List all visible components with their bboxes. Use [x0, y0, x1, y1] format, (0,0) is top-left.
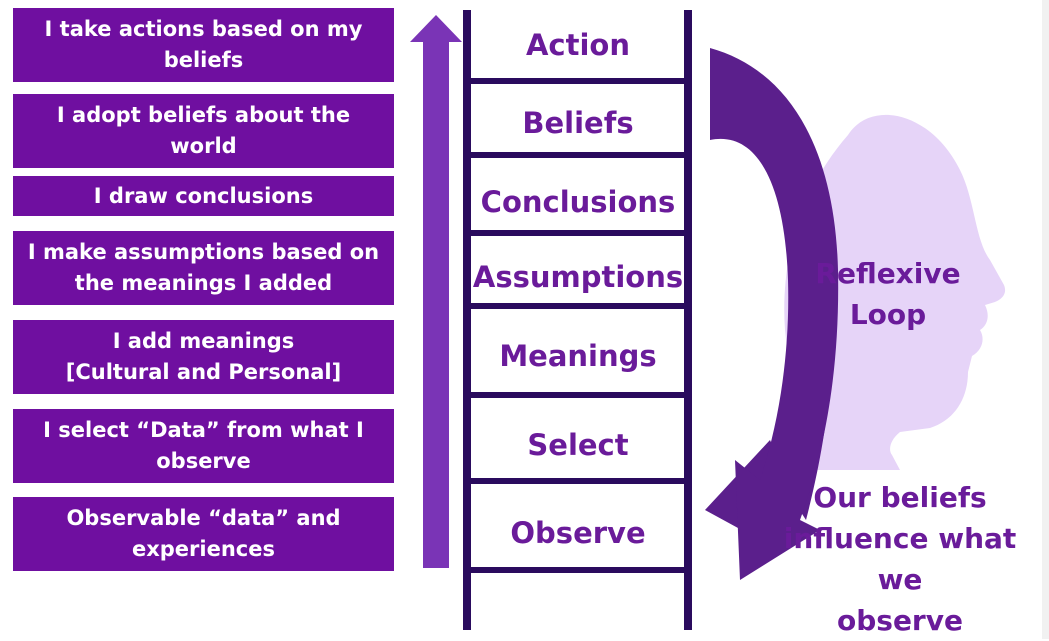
rung-action: Action — [525, 28, 630, 62]
right-edge — [1042, 0, 1049, 639]
step-beliefs-text: I adopt beliefs about the world — [56, 103, 351, 158]
step-beliefs-box: I adopt beliefs about the world — [13, 94, 394, 168]
step-meanings-text: I add meanings [Cultural and Personal] — [65, 329, 342, 384]
step-select-text: I select “Data” from what I observe — [43, 418, 364, 473]
step-conclusions-text: I draw conclusions — [93, 183, 314, 208]
step-observe-box: Observable “data” and experiences — [13, 497, 394, 571]
rung-beliefs: Beliefs — [522, 106, 634, 140]
step-meanings-box: I add meanings [Cultural and Personal] — [13, 320, 394, 394]
ladder-icon — [463, 10, 692, 630]
loop-arrow-body — [710, 48, 839, 580]
rung-meanings: Meanings — [499, 339, 657, 373]
step-observe-text: Observable “data” and experiences — [66, 506, 341, 561]
step-action-box: I take actions based on my beliefs — [13, 8, 394, 82]
step-conclusions-box: I draw conclusions — [13, 176, 394, 216]
head-silhouette-icon — [784, 114, 1006, 471]
step-assumptions-box: I make assumptions based on the meanings… — [13, 231, 394, 305]
up-arrow-icon — [410, 15, 462, 568]
step-select-box: I select “Data” from what I observe — [13, 409, 394, 483]
beliefs-influence-caption: Our beliefs influence what we observe — [783, 481, 1017, 637]
rung-assumptions: Assumptions — [472, 260, 684, 294]
step-action-text: I take actions based on my beliefs — [44, 17, 363, 72]
rung-select: Select — [527, 428, 629, 462]
reflexive-loop-label: Reflexive Loop — [815, 257, 961, 331]
rung-observe: Observe — [510, 516, 646, 550]
rung-conclusions: Conclusions — [480, 185, 676, 219]
step-assumptions-text: I make assumptions based on the meanings… — [27, 240, 380, 295]
